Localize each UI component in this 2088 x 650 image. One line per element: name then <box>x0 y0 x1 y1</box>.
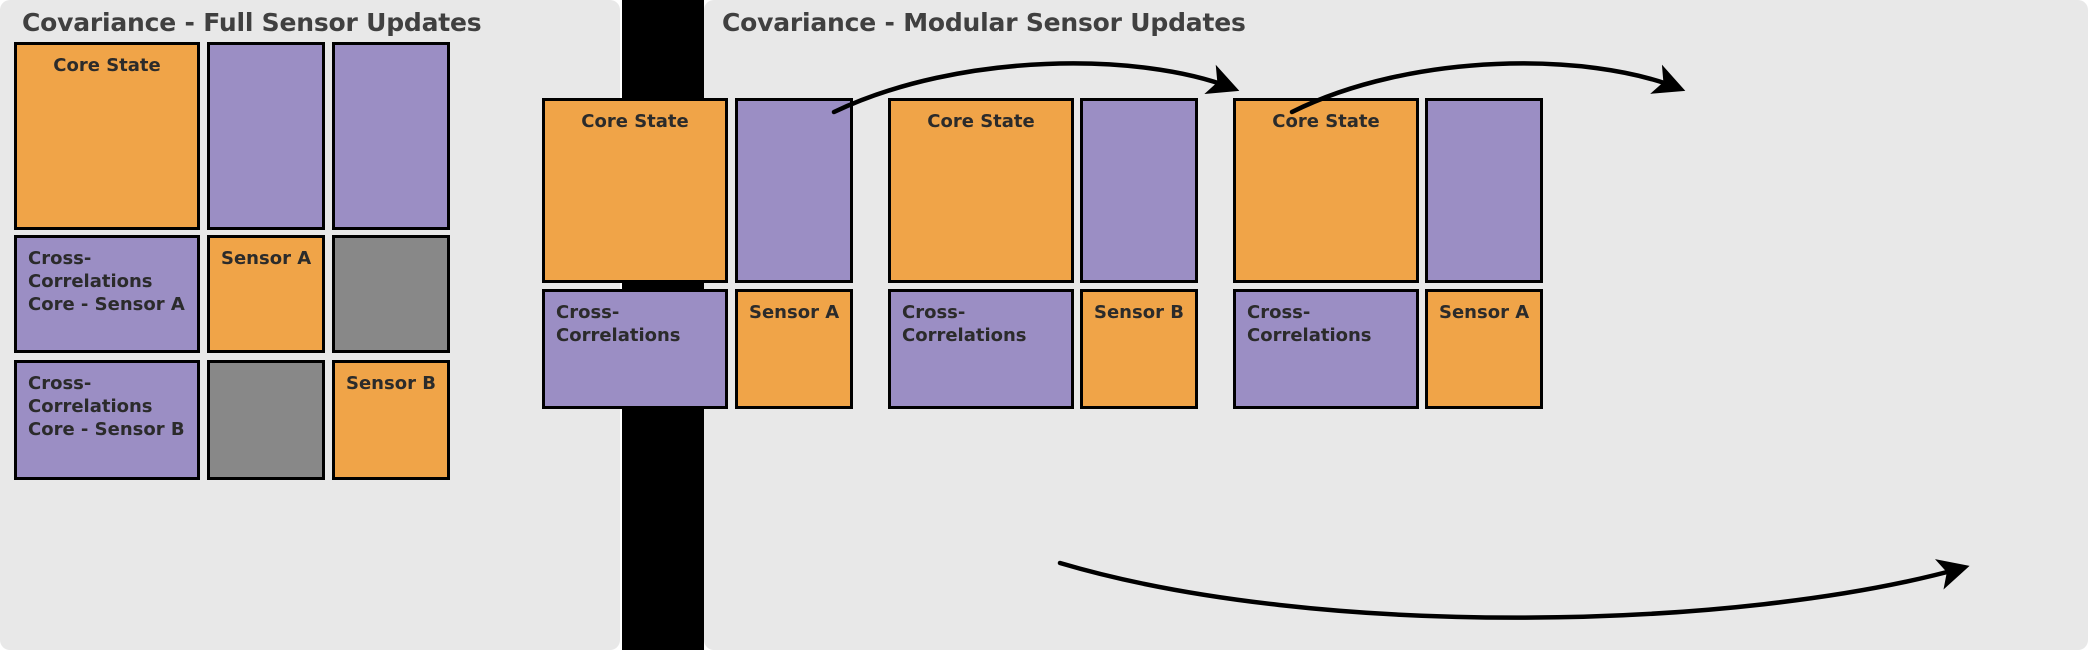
matrix-cell-sensor-a: Sensor A <box>1425 289 1543 409</box>
matrix-cell-label: Core State <box>1272 111 1380 132</box>
matrix-cell-label: Core State <box>53 55 161 76</box>
matrix-cell-label: Sensor A <box>221 248 312 269</box>
matrix-cell-label: Sensor B <box>346 373 436 394</box>
panel-right-title: Covariance - Modular Sensor Updates <box>722 8 1246 37</box>
matrix-cell-label: Core State <box>581 111 689 132</box>
matrix-cell-core-state: Core State <box>1233 98 1419 283</box>
matrix-cell-empty <box>1425 98 1543 283</box>
matrix-cell-cross-correlations-core-sensor-b: Cross-Correlations Core - Sensor B <box>14 360 200 480</box>
matrix-cell-core-state: Core State <box>888 98 1074 283</box>
matrix-cell-cross-correlations-core-sensor-a: Cross-Correlations Core - Sensor A <box>14 235 200 353</box>
matrix-cell-label: Core State <box>927 111 1035 132</box>
matrix-cell-sensor-b: Sensor B <box>1080 289 1198 409</box>
matrix-cell-label: Cross-Correlations <box>1247 302 1372 347</box>
matrix-cell-label: Cross-Correlations <box>902 302 1027 347</box>
matrix-cell-label: Cross-Correlations Core - Sensor A <box>28 248 185 316</box>
matrix-cell-empty <box>332 42 450 230</box>
matrix-cell-empty <box>735 98 853 283</box>
matrix-cell-cross-correlations: Cross-Correlations <box>542 289 728 409</box>
matrix-cell-sensor-b: Sensor B <box>332 360 450 480</box>
matrix-cell-empty <box>207 42 325 230</box>
matrix-cell-label: Sensor A <box>1439 302 1530 323</box>
matrix-cell-label: Sensor B <box>1094 302 1184 323</box>
matrix-cell-label: Cross-Correlations <box>556 302 681 347</box>
matrix-cell-empty <box>1080 98 1198 283</box>
panel-left-title: Covariance - Full Sensor Updates <box>22 8 482 37</box>
matrix-cell-empty <box>207 360 325 480</box>
matrix-cell-label: Cross-Correlations Core - Sensor B <box>28 373 185 441</box>
matrix-cell-cross-correlations: Cross-Correlations <box>1233 289 1419 409</box>
matrix-cell-core-state: Core State <box>542 98 728 283</box>
matrix-cell-sensor-a: Sensor A <box>207 235 325 353</box>
matrix-cell-sensor-a: Sensor A <box>735 289 853 409</box>
matrix-cell-empty <box>332 235 450 353</box>
matrix-cell-label: Sensor A <box>749 302 840 323</box>
matrix-cell-cross-correlations: Cross-Correlations <box>888 289 1074 409</box>
matrix-cell-core-state: Core State <box>14 42 200 230</box>
